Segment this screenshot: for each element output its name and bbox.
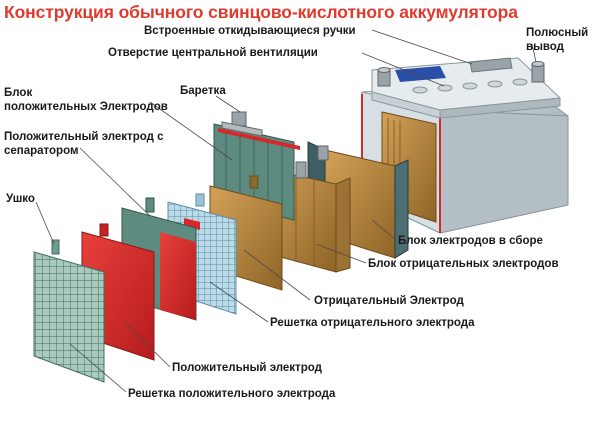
label-terminal-line2: вывод [526, 41, 564, 53]
label-negative-block: Блок отрицательных электродов [368, 258, 559, 270]
label-vent: Отверстие центральной вентиляции [108, 47, 318, 59]
label-handles: Встроенные откидывающиеся ручки [144, 25, 356, 37]
positive-grid-plate [33, 239, 105, 383]
label-positive-grid: Решетка положительного электрода [128, 388, 336, 400]
label-assembly: Блок электродов в сборе [398, 235, 543, 247]
label-negative-grid: Решетка отрицательного электрода [270, 317, 475, 329]
terminal-posts [377, 61, 545, 87]
label-terminal-line1: Полюсный [526, 27, 589, 39]
battery-lid [371, 57, 562, 119]
leader-lines [35, 29, 537, 393]
bar-connector [221, 111, 263, 137]
label-lug: Ушко [6, 193, 35, 205]
label-positive-separator-line2: сепаратором [4, 145, 79, 157]
label-negative-electrode: Отрицательный Электрод [314, 295, 464, 307]
label-positive-block-line1: Блок [4, 87, 33, 99]
label-positive-block-line2: положительных Электродов [4, 101, 168, 113]
label-positive-electrode: Положительный электрод [172, 362, 322, 374]
diagram-title: Конструкция обычного свинцово-кислотного… [4, 2, 518, 22]
label-bar: Баретка [180, 85, 226, 97]
label-positive-separator-line1: Положительный электрод с [4, 131, 164, 143]
